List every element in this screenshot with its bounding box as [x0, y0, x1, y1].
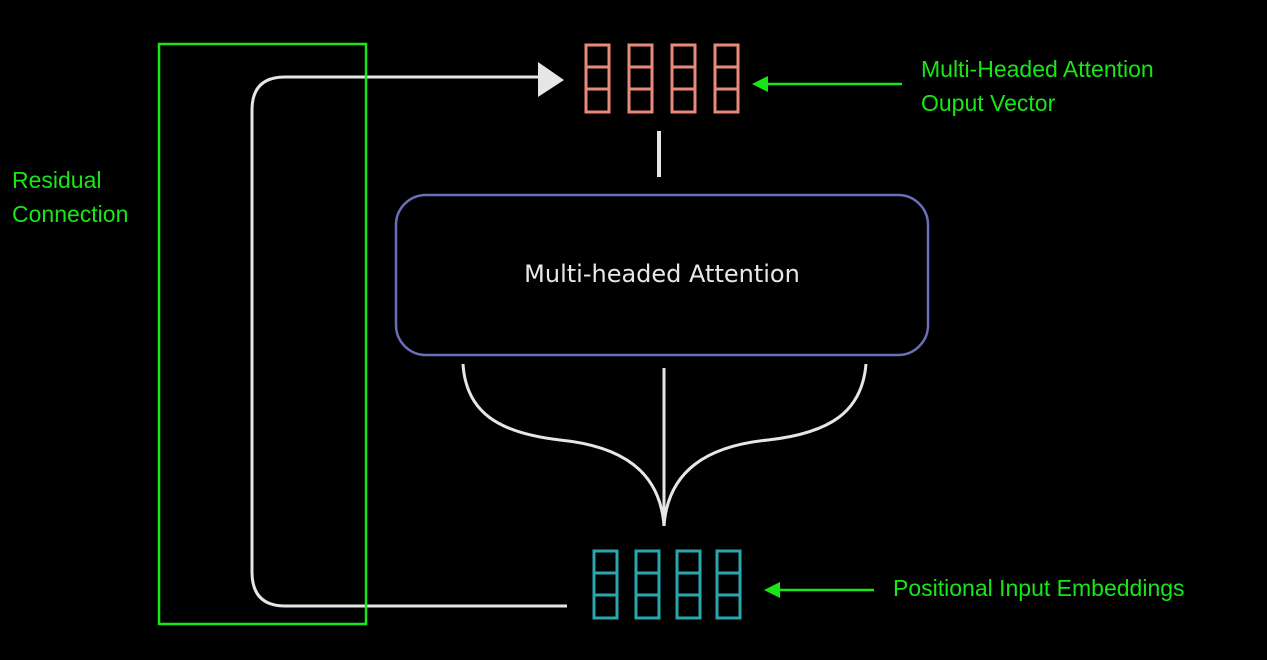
- residual-arrowhead: [538, 62, 564, 97]
- output-vector: [584, 43, 740, 114]
- input-vector-cell: [675, 549, 702, 575]
- attention-output-label: Multi-Headed Attention Ouput Vector: [921, 52, 1154, 120]
- residual-label-line-1: Residual: [12, 167, 102, 193]
- input-vector-cell: [634, 571, 661, 597]
- input-vector-cell: [715, 571, 742, 597]
- attention-branch-left: [461, 363, 666, 527]
- attention-output-label-line-1: Multi-Headed Attention: [921, 56, 1154, 82]
- input-vector-cell: [592, 593, 619, 620]
- input-vector-cell: [715, 549, 742, 575]
- output-vector-cell: [584, 87, 611, 114]
- output-vector-cell: [627, 43, 654, 69]
- input-vector-cell: [634, 593, 661, 620]
- output-vector-cell: [670, 87, 697, 114]
- input-vector-cell: [634, 549, 661, 575]
- attention-output-label-line-2: Ouput Vector: [921, 90, 1056, 116]
- output-vector-cell: [713, 65, 740, 91]
- output-vector-cell: [584, 65, 611, 91]
- input-vector-cell: [715, 593, 742, 620]
- output-vector-cell: [627, 87, 654, 114]
- positional-embeddings-label-text: Positional Input Embeddings: [893, 575, 1185, 601]
- input-vector-cell: [592, 571, 619, 597]
- attention-branch-right: [662, 363, 868, 527]
- output-vector-cell: [627, 65, 654, 91]
- output-vector-cell: [713, 87, 740, 114]
- output-annotation-arrow: [752, 76, 902, 92]
- residual-highlight-box: [157, 42, 368, 626]
- residual-connection-label: Residual Connection: [12, 163, 128, 231]
- output-vector-cell: [670, 65, 697, 91]
- input-vector-cell: [592, 549, 619, 575]
- attention-block: [394, 193, 930, 357]
- input-vector-cell: [675, 593, 702, 620]
- output-vector-cell: [670, 43, 697, 69]
- output-vector-cell: [713, 43, 740, 69]
- residual-label-line-2: Connection: [12, 201, 129, 227]
- positional-embeddings-label: Positional Input Embeddings: [893, 571, 1185, 605]
- input-vector: [592, 549, 742, 620]
- output-vector-cell: [584, 43, 611, 69]
- attention-block-title: Multi-headed Attention: [524, 260, 800, 288]
- residual-connection-line: [250, 75, 567, 608]
- input-vector-cell: [675, 571, 702, 597]
- input-annotation-arrow: [764, 582, 874, 598]
